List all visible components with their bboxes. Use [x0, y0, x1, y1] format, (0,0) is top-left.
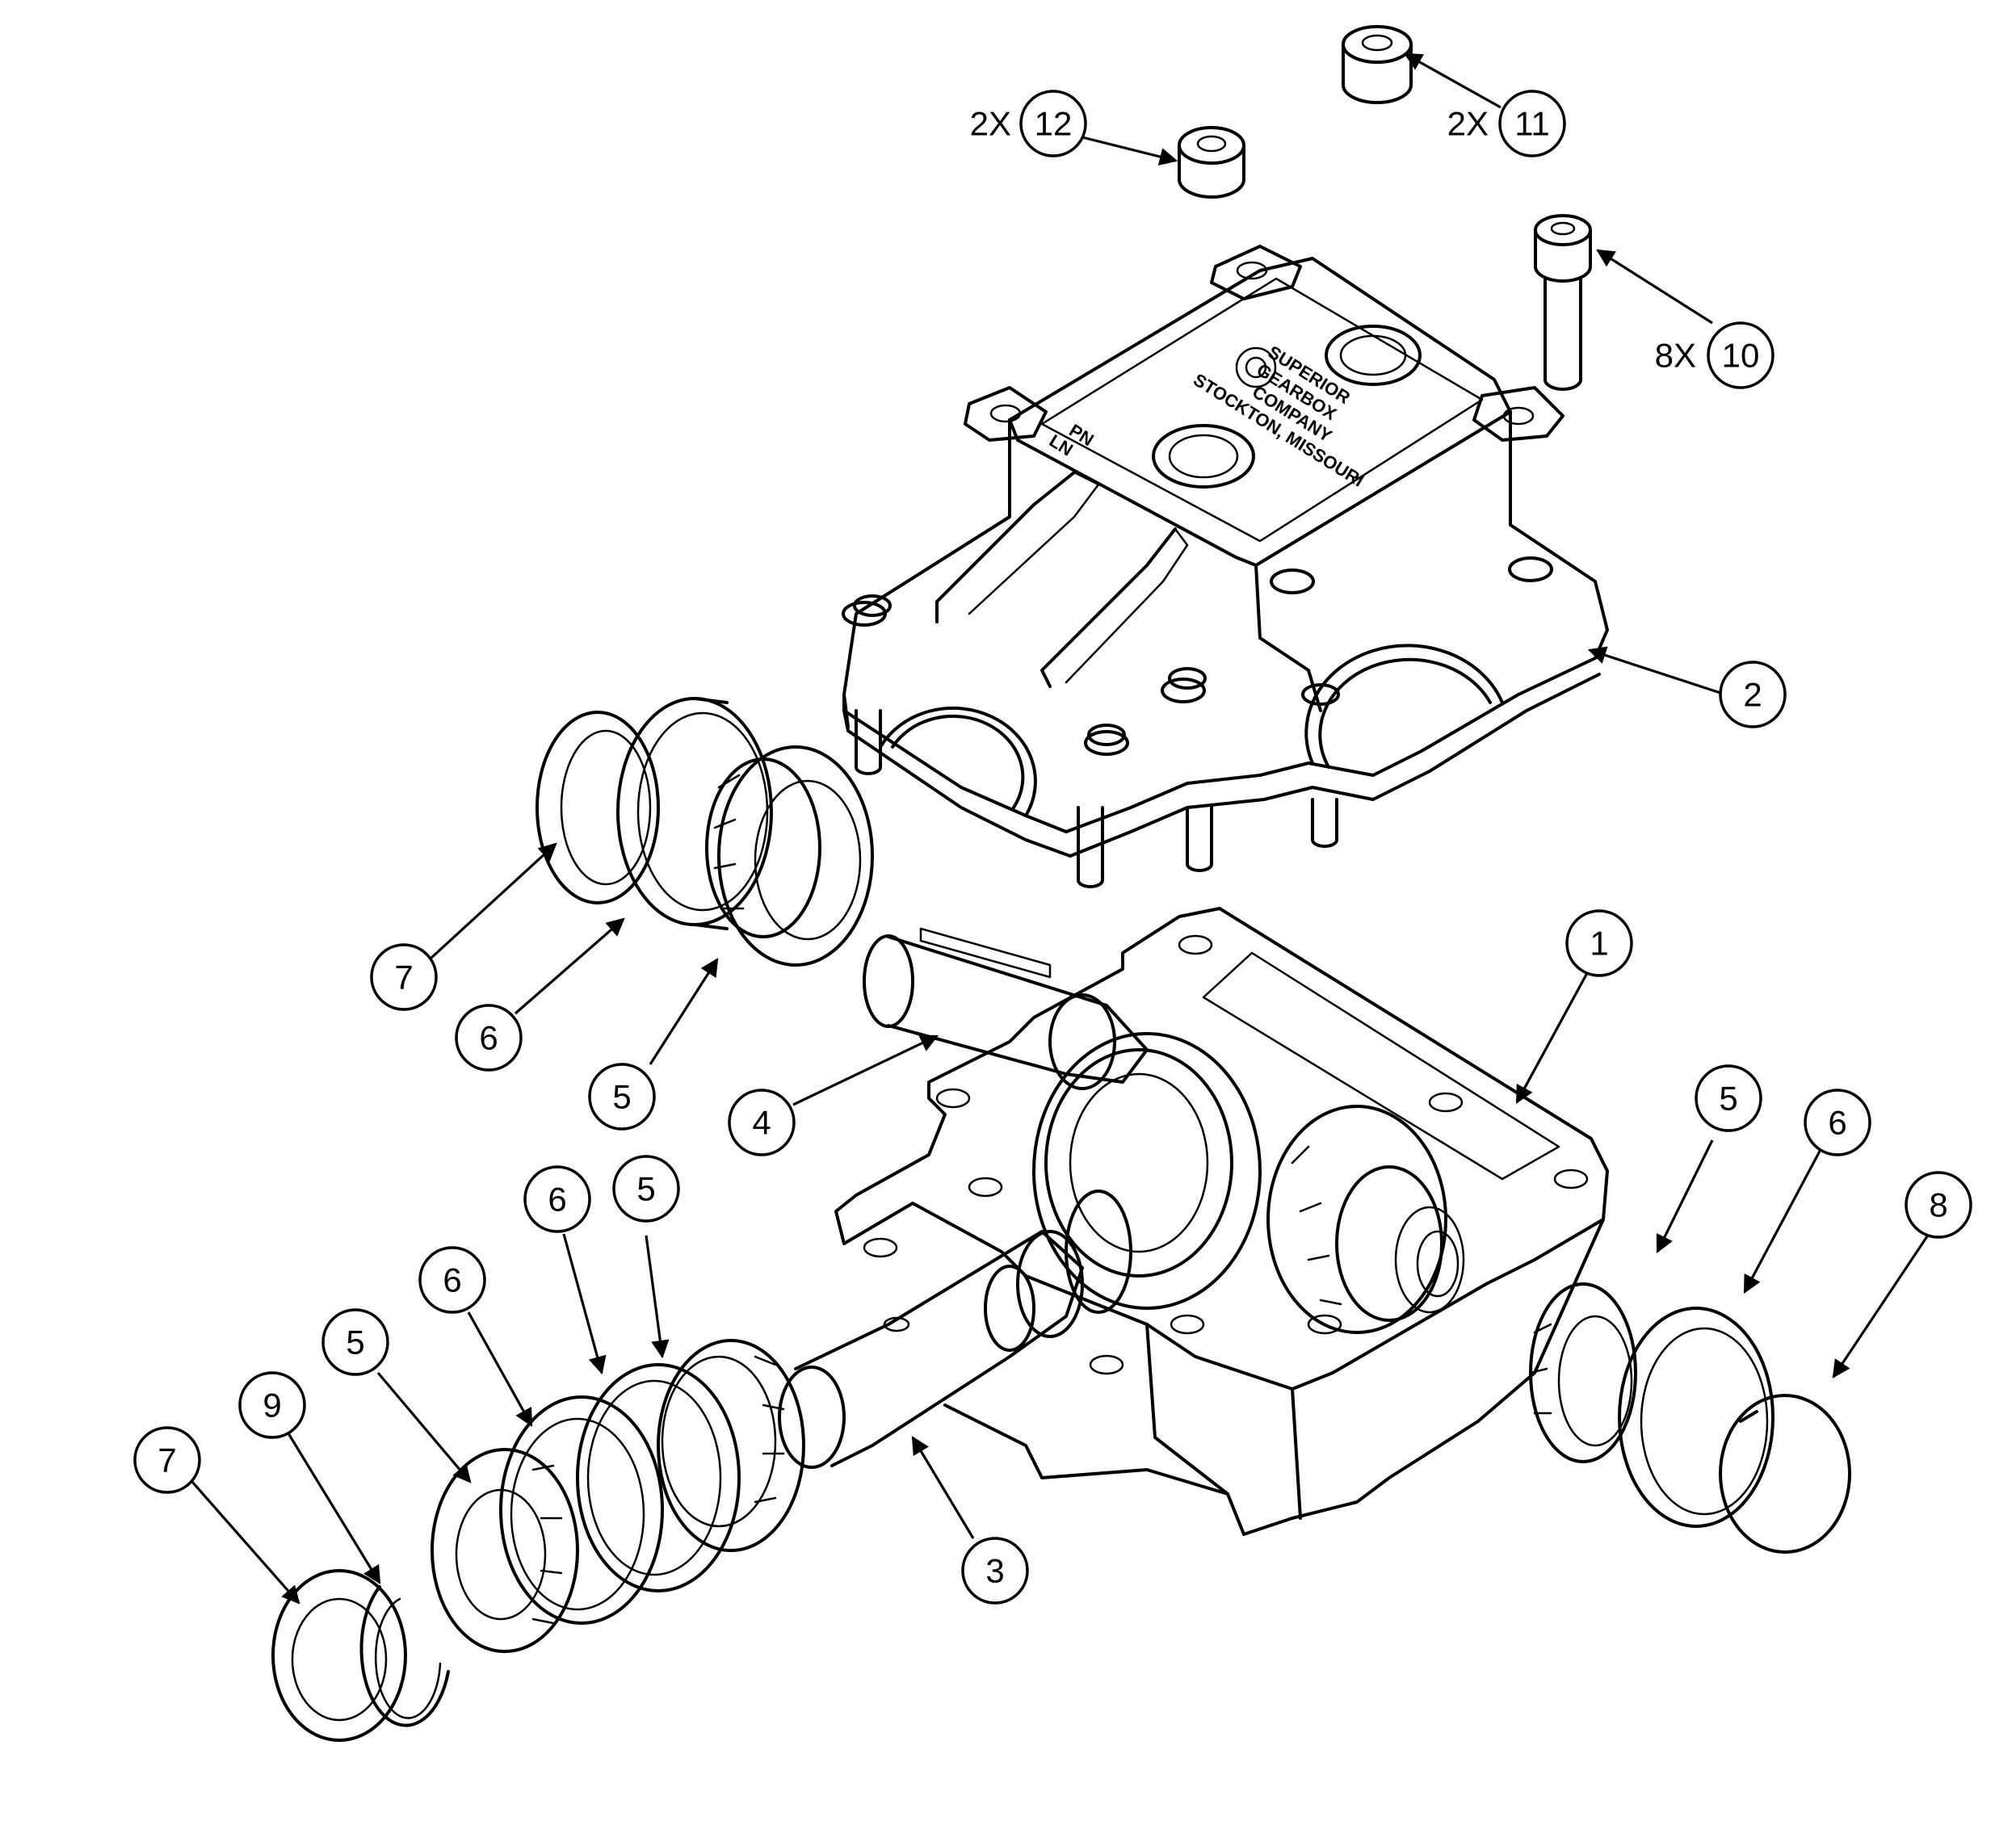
callout-10-qty: 8X: [1655, 337, 1696, 375]
callout-3-number: 3: [985, 1552, 1004, 1590]
bearing-stack-lower: [271, 1339, 805, 1742]
callout-5d-number: 5: [346, 1324, 364, 1362]
callout-5b-number: 5: [1719, 1080, 1737, 1118]
input-shaft-part-4: [863, 927, 1149, 1090]
callout-8-number: 8: [1929, 1186, 1947, 1224]
leader-9: [287, 1433, 381, 1584]
callout-5c-number: 5: [636, 1170, 655, 1208]
callout-5b: 5: [1695, 1064, 1762, 1132]
leader-5c: [645, 1235, 670, 1359]
leader-6a: [514, 917, 625, 1015]
callout-6a-number: 6: [479, 1019, 498, 1057]
callout-6c-number: 6: [548, 1181, 566, 1219]
leader-3: [911, 1436, 975, 1539]
callout-7a: 7: [370, 943, 438, 1011]
cap-screw-part-10: [1534, 214, 1592, 391]
leader-5d: [376, 1371, 472, 1483]
callout-11: 2X 11: [1447, 90, 1566, 157]
callout-6c: 6: [523, 1165, 591, 1233]
callout-6a: 6: [455, 1004, 523, 1072]
callout-1-number: 1: [1590, 925, 1608, 963]
main-housing-part-1: [834, 907, 1609, 1536]
callout-12-qty: 2X: [970, 105, 1011, 143]
callout-6d: 6: [418, 1246, 486, 1314]
leader-5a: [649, 958, 719, 1065]
leader-6b: [1743, 1144, 1825, 1294]
leader-6d: [467, 1311, 533, 1427]
bearing-stack-upper: [536, 697, 874, 967]
callout-11-number: 11: [1514, 105, 1550, 143]
callout-7a-number: 7: [394, 959, 413, 997]
plug-part-12: [1178, 126, 1245, 199]
callout-5a-number: 5: [612, 1078, 631, 1116]
bearing-stack-right: [1529, 1282, 1851, 1554]
callout-6b-number: 6: [1828, 1104, 1846, 1142]
leader-4: [792, 1034, 939, 1106]
cover-housing-part-2: [842, 245, 1609, 888]
leader-lines: [191, 52, 1932, 1605]
leader-5b: [1656, 1139, 1714, 1254]
leader-7a: [429, 842, 557, 960]
leader-1: [1515, 972, 1589, 1104]
leader-10: [1596, 249, 1713, 325]
callout-5d: 5: [321, 1308, 389, 1376]
callout-1: 1: [1565, 909, 1633, 977]
leader-6c: [562, 1233, 607, 1375]
callout-9: 9: [238, 1371, 306, 1439]
callout-6d-number: 6: [443, 1261, 461, 1299]
callout-12-number: 12: [1035, 105, 1073, 143]
callout-6b: 6: [1804, 1089, 1871, 1156]
leader-7b: [191, 1480, 300, 1605]
leader-11: [1404, 52, 1502, 109]
callout-10-number: 10: [1722, 337, 1760, 375]
callout-2: 2: [1719, 661, 1787, 728]
callout-5a: 5: [588, 1063, 656, 1131]
callout-4: 4: [728, 1089, 796, 1156]
callout-3: 3: [961, 1537, 1029, 1605]
leader-12: [1082, 136, 1178, 166]
callout-7b-number: 7: [158, 1441, 176, 1479]
callout-8: 8: [1905, 1171, 1972, 1239]
callout-4-number: 4: [752, 1104, 771, 1142]
callout-7b: 7: [133, 1426, 201, 1494]
output-shaft-part-3: [778, 1190, 1132, 1469]
callout-10: 8X 10: [1655, 321, 1774, 389]
callout-balloons: 1 2 3 4 5 5 5 5: [133, 90, 1972, 1605]
callout-11-qty: 2X: [1447, 105, 1489, 143]
leader-2: [1587, 646, 1721, 694]
callout-12: 2X 12: [970, 90, 1087, 157]
callout-5c: 5: [612, 1155, 680, 1223]
plug-part-11: [1342, 25, 1413, 104]
leader-8: [1832, 1231, 1932, 1378]
callout-9-number: 9: [262, 1387, 281, 1424]
callout-2-number: 2: [1743, 676, 1762, 714]
